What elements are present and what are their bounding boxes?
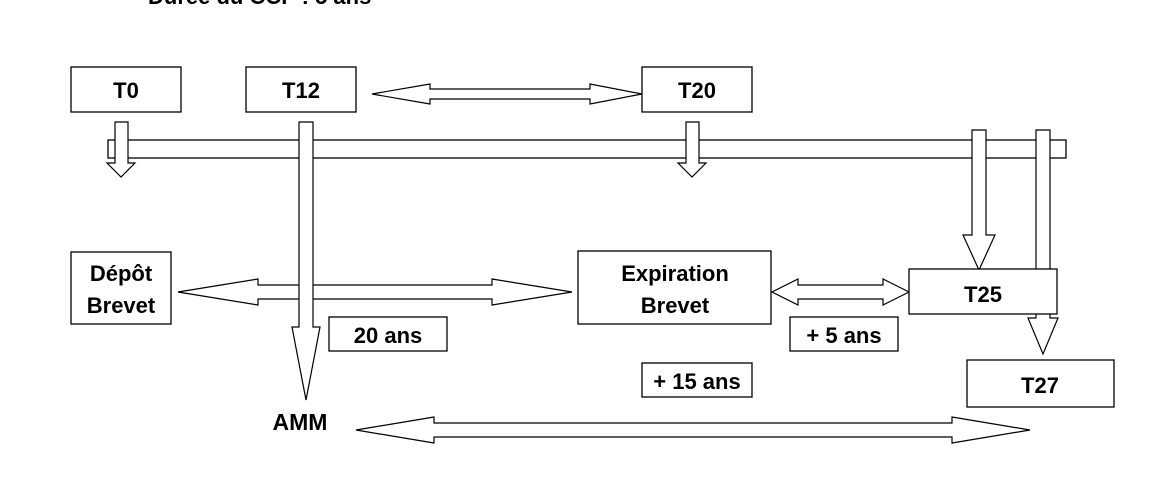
amm-label: AMM [273, 409, 328, 435]
arrow-down-t20 [676, 121, 708, 178]
arrow-amm-t27 [355, 416, 1031, 444]
node-t27-label: T27 [1021, 373, 1059, 398]
arrow-down-t0 [105, 121, 137, 178]
node-t12-label: T12 [282, 78, 320, 103]
timeline-bar [107, 139, 1067, 159]
duration-patent-box [328, 316, 448, 352]
header-fragment: Durée du CCP : 5 ans [148, 0, 371, 9]
node-t25-label: T25 [964, 282, 1002, 307]
arrow-t12-to-amm [291, 121, 321, 401]
duration-plus5-label: + 5 ans [806, 323, 881, 348]
node-t20-box [641, 66, 753, 113]
arrow-t12-t20 [371, 83, 643, 105]
node-depot-line1: Dépôt [90, 261, 153, 286]
arrow-expiration-t25 [770, 278, 911, 306]
duration-patent-label: 20 ans [354, 323, 423, 348]
duration-plus15-box [641, 362, 753, 398]
node-t20-label: T20 [678, 78, 716, 103]
duration-plus5-box [789, 316, 899, 352]
node-depot-box [70, 251, 172, 325]
node-t12-box [245, 66, 357, 113]
node-t0-box [70, 66, 182, 113]
duration-plus15-label: + 15 ans [653, 369, 740, 394]
node-expiration-line1: Expiration [621, 261, 729, 286]
node-expiration-box [577, 250, 772, 325]
arrow-down-t25 [962, 129, 996, 272]
arrow-depot-expiration [177, 278, 573, 306]
node-t25-box [908, 268, 1058, 315]
node-expiration-line2: Brevet [641, 293, 710, 318]
arrow-down-t27 [1027, 129, 1059, 356]
node-t0-label: T0 [113, 78, 139, 103]
node-t27-box [966, 359, 1115, 408]
node-depot-line2: Brevet [87, 293, 156, 318]
